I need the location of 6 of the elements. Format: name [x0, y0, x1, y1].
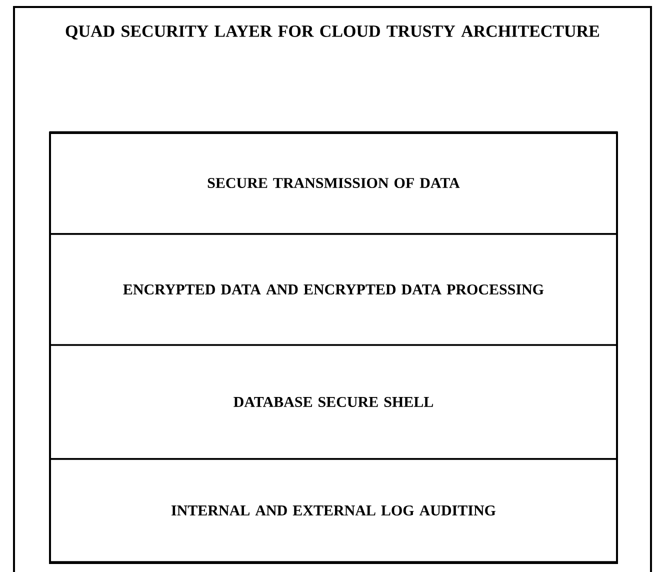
layer-stack	[49, 132, 618, 564]
layer-band: SECURE TRANSMISSION OF DATA	[49, 131, 618, 235]
layer-band: INTERNAL AND EXTERNAL LOG AUDITING	[49, 458, 618, 563]
layer-band: DATABASE SECURE SHELL	[49, 344, 618, 460]
diagram-title: QUAD SECURITY LAYER FOR CLOUD TRUSTY ARCHITECTURE	[66, 26, 600, 40]
layer-band: ENCRYPTED DATA AND ENCRYPTED DATA PROCESSING	[49, 233, 618, 346]
